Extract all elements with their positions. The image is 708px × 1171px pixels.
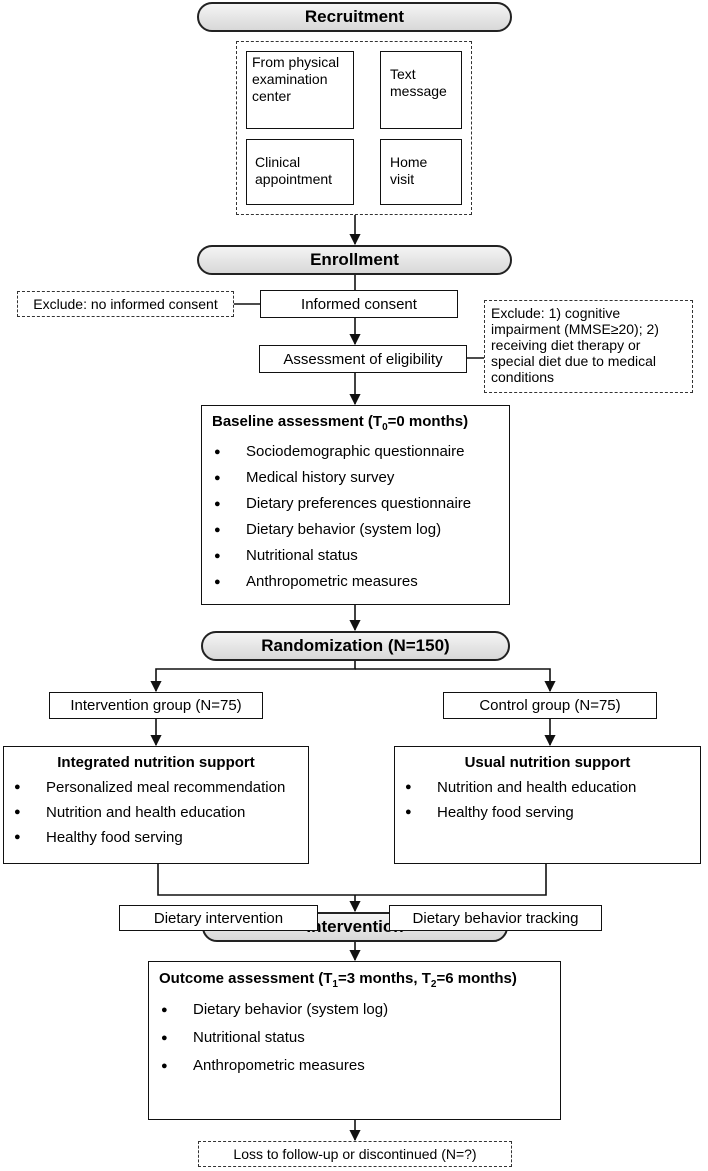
integrated-support-items: Personalized meal recommendation Nutriti… <box>12 775 300 850</box>
outcome-title: Outcome assessment (T1=3 months, T2=6 mo… <box>159 970 517 990</box>
list-item: Dietary preferences questionnaire <box>212 491 499 517</box>
list-item: Medical history survey <box>212 465 499 491</box>
list-item: Nutrition and health education <box>12 800 300 825</box>
integrated-support-title: Integrated nutrition support <box>57 754 255 771</box>
list-item: Dietary behavior (system log) <box>159 996 550 1024</box>
loss-to-follow-up-box: Loss to follow-up or discontinued (N=?) <box>198 1141 512 1167</box>
baseline-assessment-box: Baseline assessment (T0=0 months) Sociod… <box>201 405 510 605</box>
list-item: Dietary behavior (system log) <box>212 517 499 543</box>
recruitment-source: Text message <box>380 51 462 129</box>
recruitment-source: From physical examination center <box>246 51 354 129</box>
randomization-stage: Randomization (N=150) <box>201 631 510 661</box>
enrollment-stage: Enrollment <box>197 245 512 275</box>
eligibility-assessment-box: Assessment of eligibility <box>259 345 467 373</box>
intervention-group-box: Intervention group (N=75) <box>49 692 263 719</box>
list-item: Sociodemographic questionnaire <box>212 439 499 465</box>
list-item: Healthy food serving <box>12 825 300 850</box>
informed-consent-box: Informed consent <box>260 290 458 318</box>
dietary-intervention-box: Dietary intervention <box>119 905 318 931</box>
baseline-items: Sociodemographic questionnaire Medical h… <box>212 439 499 595</box>
usual-support-title: Usual nutrition support <box>464 754 631 771</box>
list-item: Personalized meal recommendation <box>12 775 300 800</box>
baseline-title: Baseline assessment (T0=0 months) <box>212 413 469 433</box>
control-group-box: Control group (N=75) <box>443 692 657 719</box>
list-item: Nutritional status <box>159 1024 550 1052</box>
list-item: Anthropometric measures <box>159 1052 550 1080</box>
outcome-items: Dietary behavior (system log) Nutritiona… <box>159 996 550 1080</box>
integrated-support-box: Integrated nutrition support Personalize… <box>3 746 309 864</box>
usual-support-box: Usual nutrition support Nutrition and he… <box>394 746 701 864</box>
dietary-tracking-box: Dietary behavior tracking <box>389 905 602 931</box>
recruitment-stage: Recruitment <box>197 2 512 32</box>
recruitment-source: Home visit <box>380 139 462 205</box>
list-item: Nutritional status <box>212 543 499 569</box>
list-item: Nutrition and health education <box>403 775 692 800</box>
list-item: Healthy food serving <box>403 800 692 825</box>
list-item: Anthropometric measures <box>212 569 499 595</box>
exclusion-criteria: Exclude: 1) cognitive impairment (MMSE≥2… <box>484 300 693 393</box>
usual-support-items: Nutrition and health education Healthy f… <box>403 775 692 825</box>
outcome-assessment-box: Outcome assessment (T1=3 months, T2=6 mo… <box>148 961 561 1120</box>
exclusion-no-consent: Exclude: no informed consent <box>17 291 234 317</box>
recruitment-source: Clinical appointment <box>246 139 354 205</box>
